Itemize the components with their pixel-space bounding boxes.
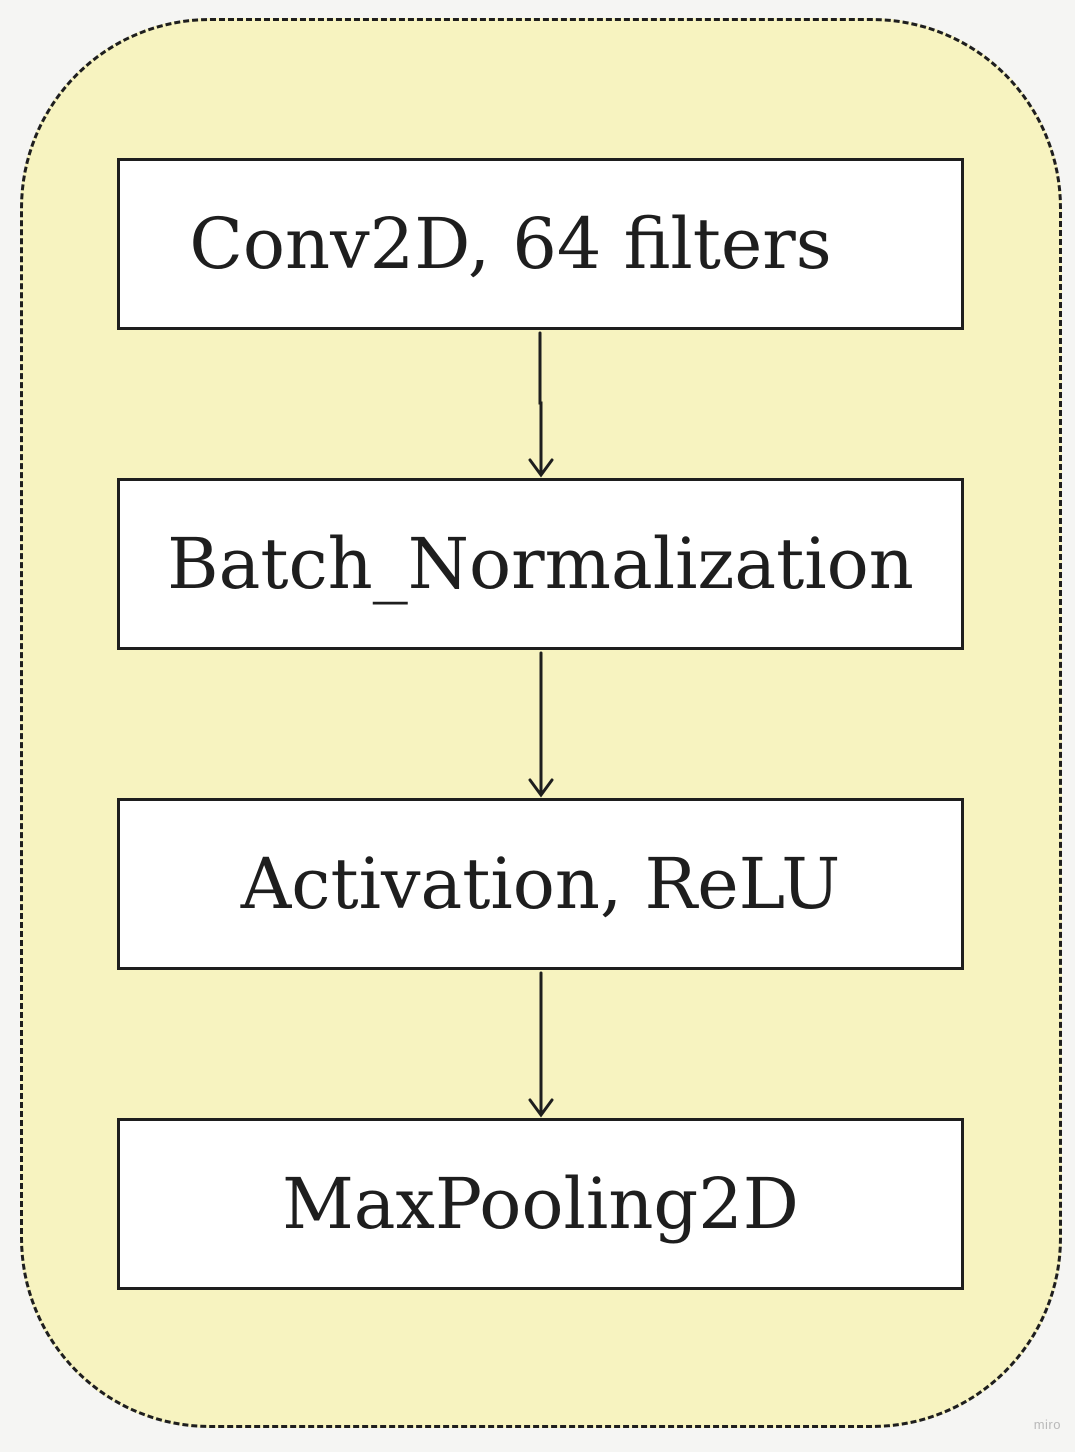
node-batch-normalization[interactable]: Batch_Normalization (117, 478, 964, 650)
miro-watermark: miro (1033, 1417, 1061, 1432)
node-conv2d-label: Conv2D, 64 filters (189, 203, 832, 285)
node-activation[interactable]: Activation, ReLU (117, 798, 964, 970)
node-conv2d[interactable]: Conv2D, 64 filters (117, 158, 964, 330)
node-activation-label: Activation, ReLU (240, 843, 841, 925)
node-maxpooling2d-label: MaxPooling2D (282, 1163, 799, 1245)
node-batch-normalization-label: Batch_Normalization (167, 523, 914, 605)
node-maxpooling2d[interactable]: MaxPooling2D (117, 1118, 964, 1290)
